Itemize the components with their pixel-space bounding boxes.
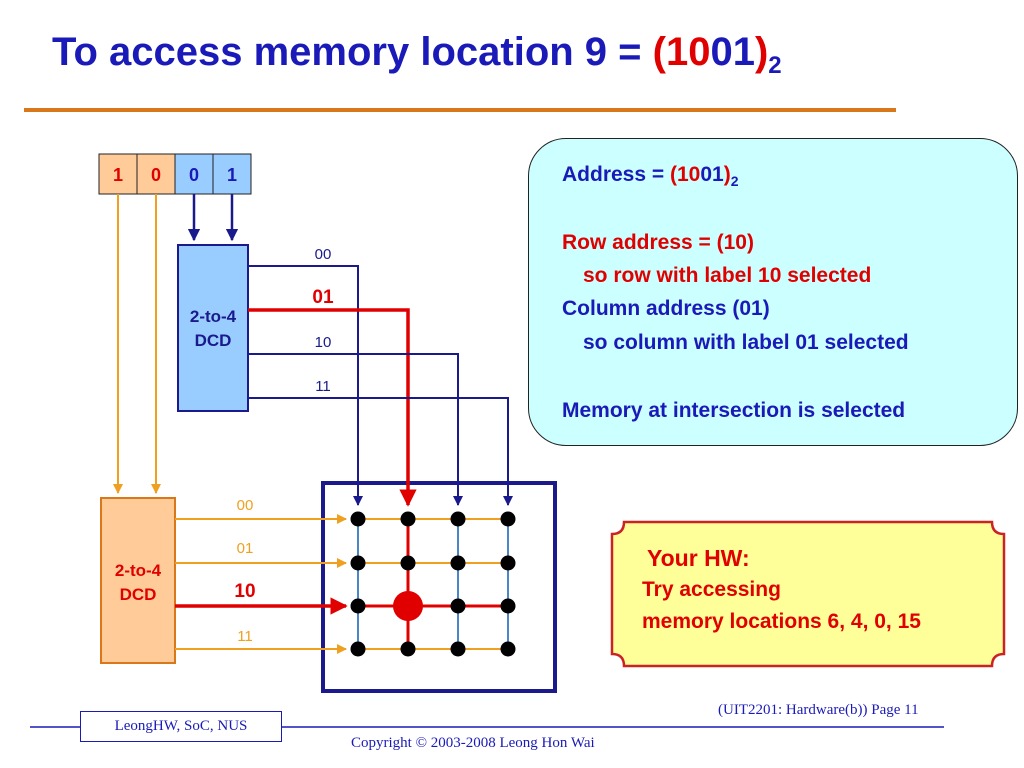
row-label-00: 00	[237, 497, 254, 514]
column-address-line: Column address (01)	[562, 297, 770, 320]
address-paren-close: )	[723, 163, 731, 186]
title-text: To access memory location 9 =	[52, 30, 653, 74]
memory-cell	[450, 555, 466, 571]
row-address-line: Row address = (10)	[562, 231, 754, 254]
homework-heading: Your HW:	[647, 545, 750, 571]
copyright-text: Copyright © 2003-2008 Leong Hon Wai	[351, 735, 595, 751]
title-paren-close: )	[754, 30, 769, 74]
address-bit-cell	[212, 153, 252, 195]
author-text: LeongHW, SoC, NUS	[114, 718, 248, 734]
memory-selected-line: Memory at intersection is selected	[562, 399, 906, 422]
memory-cell	[450, 598, 466, 614]
row-label-10: 10	[234, 581, 255, 602]
page-number: (UIT2201: Hardware(b)) Page 11	[718, 702, 919, 718]
homework-line: Try accessing	[642, 578, 781, 601]
memory-cell	[350, 641, 366, 657]
memory-cell	[350, 555, 366, 571]
explanation-box	[528, 138, 1018, 446]
column-select-line-01	[248, 308, 417, 507]
memory-cell	[450, 641, 466, 657]
address-bit-2: 0	[151, 165, 161, 185]
column-label-10: 10	[315, 334, 332, 351]
address-line: Address = (1001)2	[562, 163, 738, 189]
address-bit-0: 1	[227, 165, 237, 185]
address-prefix: Address =	[562, 163, 670, 186]
column-select-line-00	[248, 265, 363, 506]
author-box: LeongHW, SoC, NUS	[80, 711, 282, 742]
slide-title: To access memory location 9 = (1001)2	[52, 30, 782, 80]
address-bit-1: 0	[189, 165, 199, 185]
row-select-wires: 00 01 10 11	[175, 497, 348, 654]
title-row-bits: 10	[665, 30, 711, 74]
column-select-wires: 00 01 10 11	[248, 246, 513, 507]
memory-cell	[500, 598, 516, 614]
title-underline	[24, 108, 896, 112]
column-label-00: 00	[315, 246, 332, 263]
array-row-lines	[358, 518, 508, 650]
row-decoder-label: 2-to-4	[115, 561, 162, 580]
address-paren-open: (	[669, 163, 677, 186]
memory-cell	[450, 511, 466, 527]
memory-cell	[400, 641, 416, 657]
memory-array-frame	[321, 481, 557, 693]
address-column-bits: 01	[700, 163, 724, 186]
homework-box	[610, 520, 1006, 668]
memory-cells	[350, 511, 516, 657]
address-row-bits: 10	[676, 163, 701, 186]
row-label-01: 01	[237, 540, 254, 557]
row-label-11: 11	[237, 628, 253, 645]
column-decoder-label: DCD	[195, 331, 232, 350]
homework-line: memory locations 6, 4, 0, 15	[642, 610, 921, 633]
address-subscript: 2	[730, 173, 739, 189]
address-bit-cell	[174, 153, 214, 195]
row-decoder	[100, 497, 176, 664]
address-bit-cell	[98, 153, 138, 195]
title-paren-open: (	[652, 30, 666, 74]
row-decoder-label: DCD	[120, 585, 157, 604]
memory-cell	[400, 555, 416, 571]
memory-cell	[500, 555, 516, 571]
column-decoder-label: 2-to-4	[190, 307, 237, 326]
title-subscript: 2	[768, 52, 782, 79]
memory-cell	[500, 511, 516, 527]
memory-cell	[400, 511, 416, 527]
memory-cell	[350, 511, 366, 527]
array-column-lines	[357, 519, 509, 649]
column-select-line-11	[248, 397, 513, 506]
column-decoder	[177, 244, 249, 412]
selected-memory-cell	[393, 591, 423, 621]
column-label-01: 01	[312, 287, 334, 308]
memory-cell	[350, 598, 366, 614]
address-bit-3: 1	[113, 165, 123, 185]
memory-cell	[500, 641, 516, 657]
column-selected-line: so column with label 01 selected	[583, 331, 909, 354]
column-label-11: 11	[315, 378, 331, 395]
row-selected-line: so row with label 10 selected	[583, 264, 872, 287]
title-column-bits: 01	[710, 30, 755, 74]
column-select-line-10	[248, 353, 463, 506]
